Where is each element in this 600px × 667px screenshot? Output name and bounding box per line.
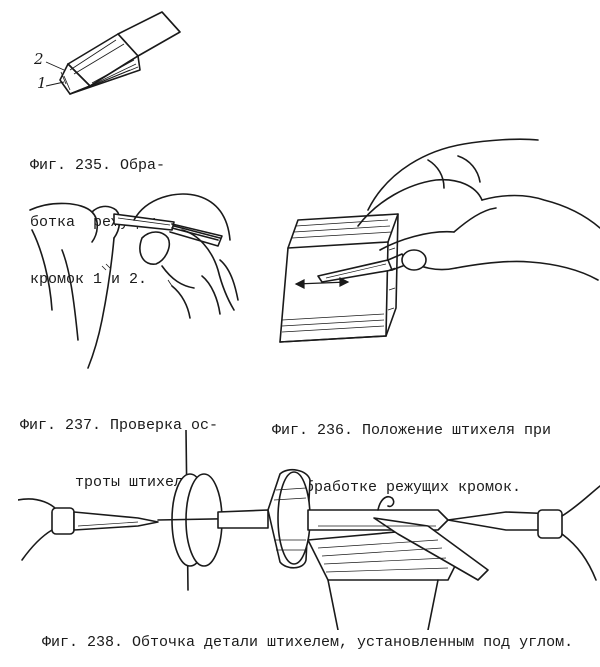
fig236-caption-line: обработке режущих кромок. [296, 479, 522, 496]
fig236-illustration [268, 130, 600, 375]
fig236-caption-line: Фиг. 236. Положение штихеля при [272, 422, 552, 439]
fig236-caption: Фиг. 236. Положение штихеля при обработк… [272, 383, 600, 516]
fig238-illustration [18, 430, 600, 630]
fig237-illustration [22, 190, 252, 370]
fig238-caption: Фиг. 238. Обточка детали штихелем, устан… [42, 634, 574, 651]
fig235-caption-line: Фиг. 235. Обра- [30, 157, 166, 174]
fig235-illustration [30, 10, 190, 110]
fig235-label-1: 1 [37, 74, 47, 92]
fig237-caption-line: Фиг. 237. Проверка ос- [20, 417, 219, 434]
fig235-label-2: 2 [34, 50, 44, 68]
